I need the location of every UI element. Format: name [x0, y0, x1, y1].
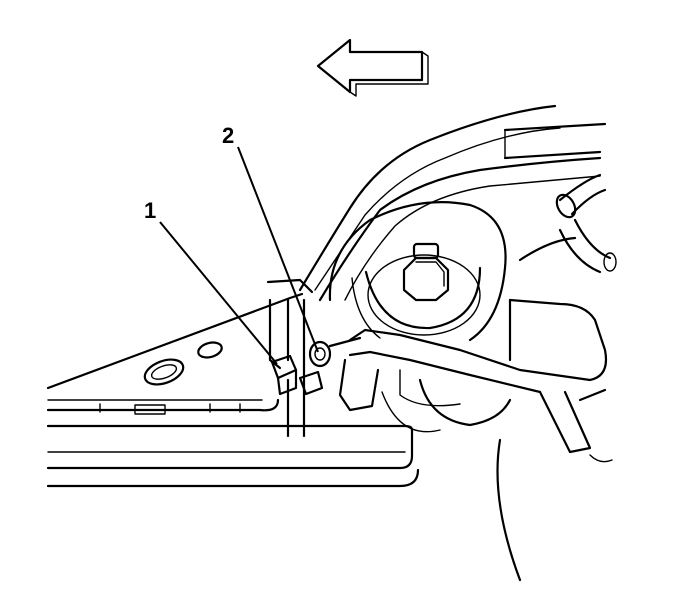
- body-panel: [298, 104, 607, 302]
- callout-leaders: [159, 146, 319, 365]
- hose: [518, 173, 617, 274]
- callout-label-2: 2: [222, 123, 234, 148]
- leader-line-2: [237, 146, 319, 353]
- left-arrow-icon: [316, 38, 429, 97]
- engine-mount: [328, 201, 507, 342]
- floor-pan: [46, 292, 304, 415]
- frame-rail: [46, 398, 420, 488]
- retaining-clip: [270, 354, 298, 396]
- mount-strap: [338, 298, 608, 454]
- leader-line-1: [159, 221, 278, 365]
- mount-bolt: [402, 242, 450, 302]
- fastener: [298, 336, 362, 396]
- bracket: [266, 278, 314, 438]
- callout-label-1: 1: [144, 198, 156, 223]
- wheel-well: [496, 388, 613, 582]
